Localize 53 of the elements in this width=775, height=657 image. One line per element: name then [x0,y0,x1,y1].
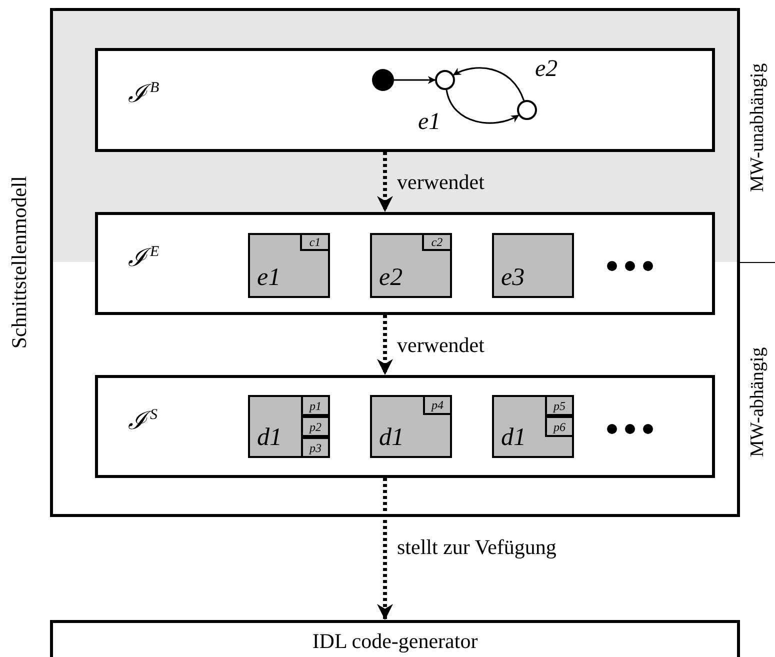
element-box [370,233,452,298]
arrow [446,90,520,124]
tag-box [423,395,452,415]
element-name: e3 [501,265,525,290]
layer-box [95,212,715,315]
tag-box [545,395,574,416]
edge-label: verwendet [397,335,484,356]
initial-state [372,69,394,91]
tag-box [300,233,330,251]
element-box [248,395,330,458]
tag-label: c1 [309,236,321,248]
tag-box [422,233,452,251]
layer-box [95,375,715,478]
tag-label: p5 [554,400,566,412]
arrow [377,478,393,620]
side-label: MW-unabhängig [747,62,769,194]
layer-title: ℐ$^{S}$ [128,406,158,436]
tag-box [301,395,330,416]
element-box [248,233,330,298]
tag-label: p6 [554,420,566,432]
layer-title: ℐ$^{E}$ [128,243,160,273]
element-box [492,233,574,298]
arrow [452,67,525,101]
generator-box [50,620,740,657]
side-label: MW-abhängig [747,346,769,460]
element-name: d1 [501,425,526,450]
tag-box [301,437,330,458]
tag-box [301,416,330,437]
edge-label: stellt zur Vefügung [397,537,556,558]
element-box [370,395,452,458]
arrow [377,315,393,375]
tag-label: p1 [310,400,322,412]
layer-box [95,48,715,152]
state-circle [517,100,537,120]
element-name: e2 [379,265,403,290]
element-box [492,395,574,458]
edge-label: e2 [535,57,558,81]
side-heading: Schnittstellenmodell [7,176,32,349]
state-circle [435,70,455,90]
element-name: d1 [257,425,282,450]
edge-label: verwendet [397,172,484,193]
arrow [394,76,436,84]
layer-title: ℐ$^{B}$ [128,79,160,109]
arrow [377,152,393,212]
element-name: d1 [379,425,404,450]
tag-label: p3 [310,442,322,454]
tag-label: c2 [431,236,443,248]
tag-label: p2 [310,420,322,432]
tag-label: p4 [432,399,444,411]
tag-box [545,416,574,437]
element-name: e1 [257,265,281,290]
edge-label: e1 [418,110,441,134]
generator-title: IDL code-generator [312,629,478,655]
